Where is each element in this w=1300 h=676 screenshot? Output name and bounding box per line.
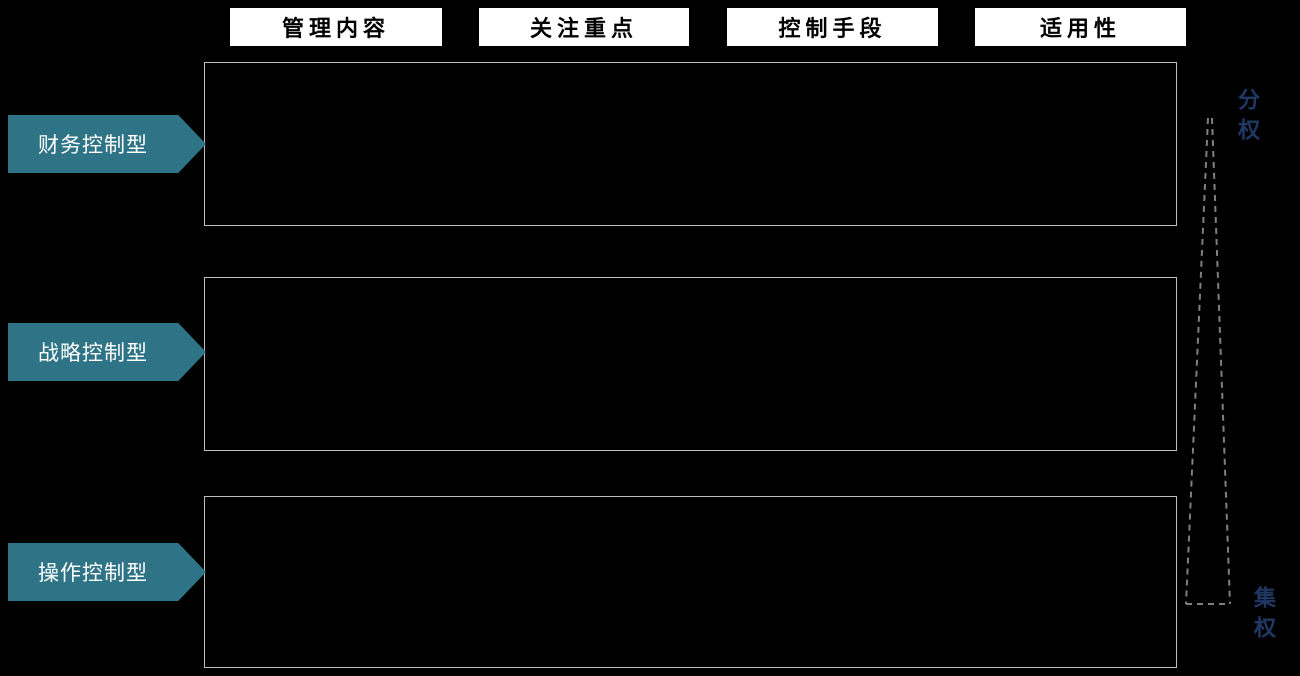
axis-label-decentralization: 分权	[1234, 88, 1259, 148]
row-label-strategic-control: 战略控制型	[8, 323, 206, 381]
col-header-control-means: 控制手段	[727, 8, 938, 46]
col-header-label: 管理内容	[281, 16, 390, 42]
col-header-label: 适用性	[1039, 16, 1121, 42]
col-header-focus-points: 关注重点	[479, 8, 689, 46]
content-box-financial-control	[204, 62, 1177, 226]
row-label-operational-control: 操作控制型	[8, 543, 206, 601]
row-label-text: 财务控制型	[38, 133, 148, 157]
col-header-label: 关注重点	[529, 16, 638, 42]
funnel-right-line	[1211, 117, 1231, 605]
funnel-left-line	[1185, 117, 1209, 605]
content-box-strategic-control	[204, 277, 1177, 451]
row-label-text: 操作控制型	[38, 561, 148, 585]
content-box-operational-control	[204, 496, 1177, 668]
row-label-financial-control: 财务控制型	[8, 115, 206, 173]
col-header-management-content: 管理内容	[230, 8, 442, 46]
col-header-applicability: 适用性	[975, 8, 1186, 46]
axis-label-centralization: 集权	[1250, 586, 1275, 646]
col-header-label: 控制手段	[778, 16, 887, 42]
row-label-text: 战略控制型	[38, 341, 148, 365]
